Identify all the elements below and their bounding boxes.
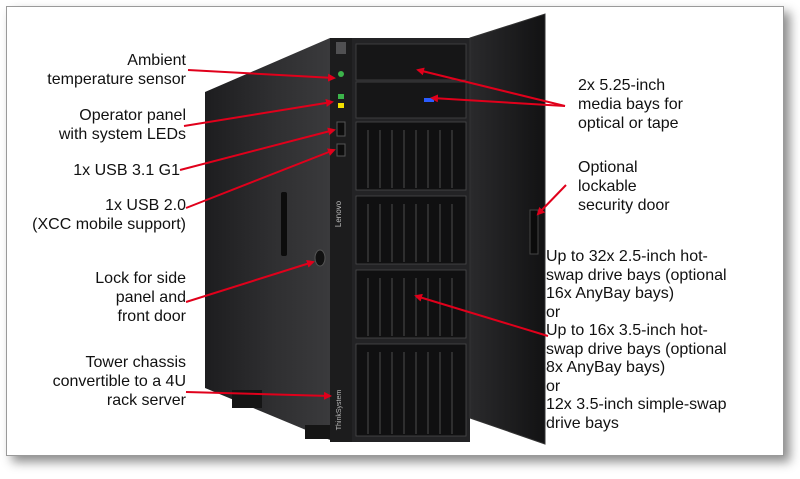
optical-bay-1 bbox=[355, 43, 467, 81]
side-panel bbox=[205, 38, 330, 440]
label-media-bays: 2x 5.25-inch media bays for optical or t… bbox=[578, 77, 683, 132]
label-side-lock: Lock for side panel and front door bbox=[95, 270, 186, 325]
temperature-sensor bbox=[338, 71, 344, 77]
arrow-operator bbox=[183, 99, 334, 127]
label-usb3: 1x USB 3.1 G1 bbox=[73, 162, 180, 179]
arrow-lock bbox=[185, 259, 315, 303]
label-security-door: Optional lockable security door bbox=[578, 159, 670, 214]
drive-slots bbox=[367, 130, 453, 434]
arrow-usb2 bbox=[185, 148, 336, 209]
arrow-usb3 bbox=[179, 127, 336, 171]
arrow-door bbox=[536, 184, 567, 216]
side-lock bbox=[314, 249, 326, 267]
operator-panel-led-2 bbox=[338, 103, 344, 108]
thinksystem-brand: ThinkSystem bbox=[336, 390, 343, 431]
arrow-bay2 bbox=[430, 94, 566, 107]
operator-panel-led-1 bbox=[338, 94, 344, 99]
label-temperature-sensor: Ambient temperature sensor bbox=[47, 52, 186, 88]
label-tower-chassis: Tower chassis convertible to a 4U rack s… bbox=[52, 354, 186, 409]
label-operator-panel: Operator panel with system LEDs bbox=[58, 107, 186, 143]
label-usb2: 1x USB 2.0 (XCC mobile support) bbox=[32, 197, 186, 233]
optical-bay-2 bbox=[355, 81, 467, 119]
drive-cages bbox=[355, 121, 467, 437]
lenovo-brand: Lenovo bbox=[334, 200, 343, 227]
arrow-temperature bbox=[187, 69, 336, 82]
callout-arrows bbox=[179, 67, 567, 400]
side-handle bbox=[281, 192, 287, 256]
arrow-tower bbox=[185, 391, 332, 400]
front-strip bbox=[330, 38, 352, 442]
usb-3-port bbox=[336, 121, 346, 137]
label-drive-bays: Up to 32x 2.5-inch hot- swap drive bays … bbox=[546, 248, 727, 432]
usb-2-port bbox=[336, 143, 346, 157]
security-door bbox=[469, 13, 546, 445]
arrow-drives bbox=[414, 293, 549, 337]
arrow-bay1 bbox=[416, 67, 566, 107]
